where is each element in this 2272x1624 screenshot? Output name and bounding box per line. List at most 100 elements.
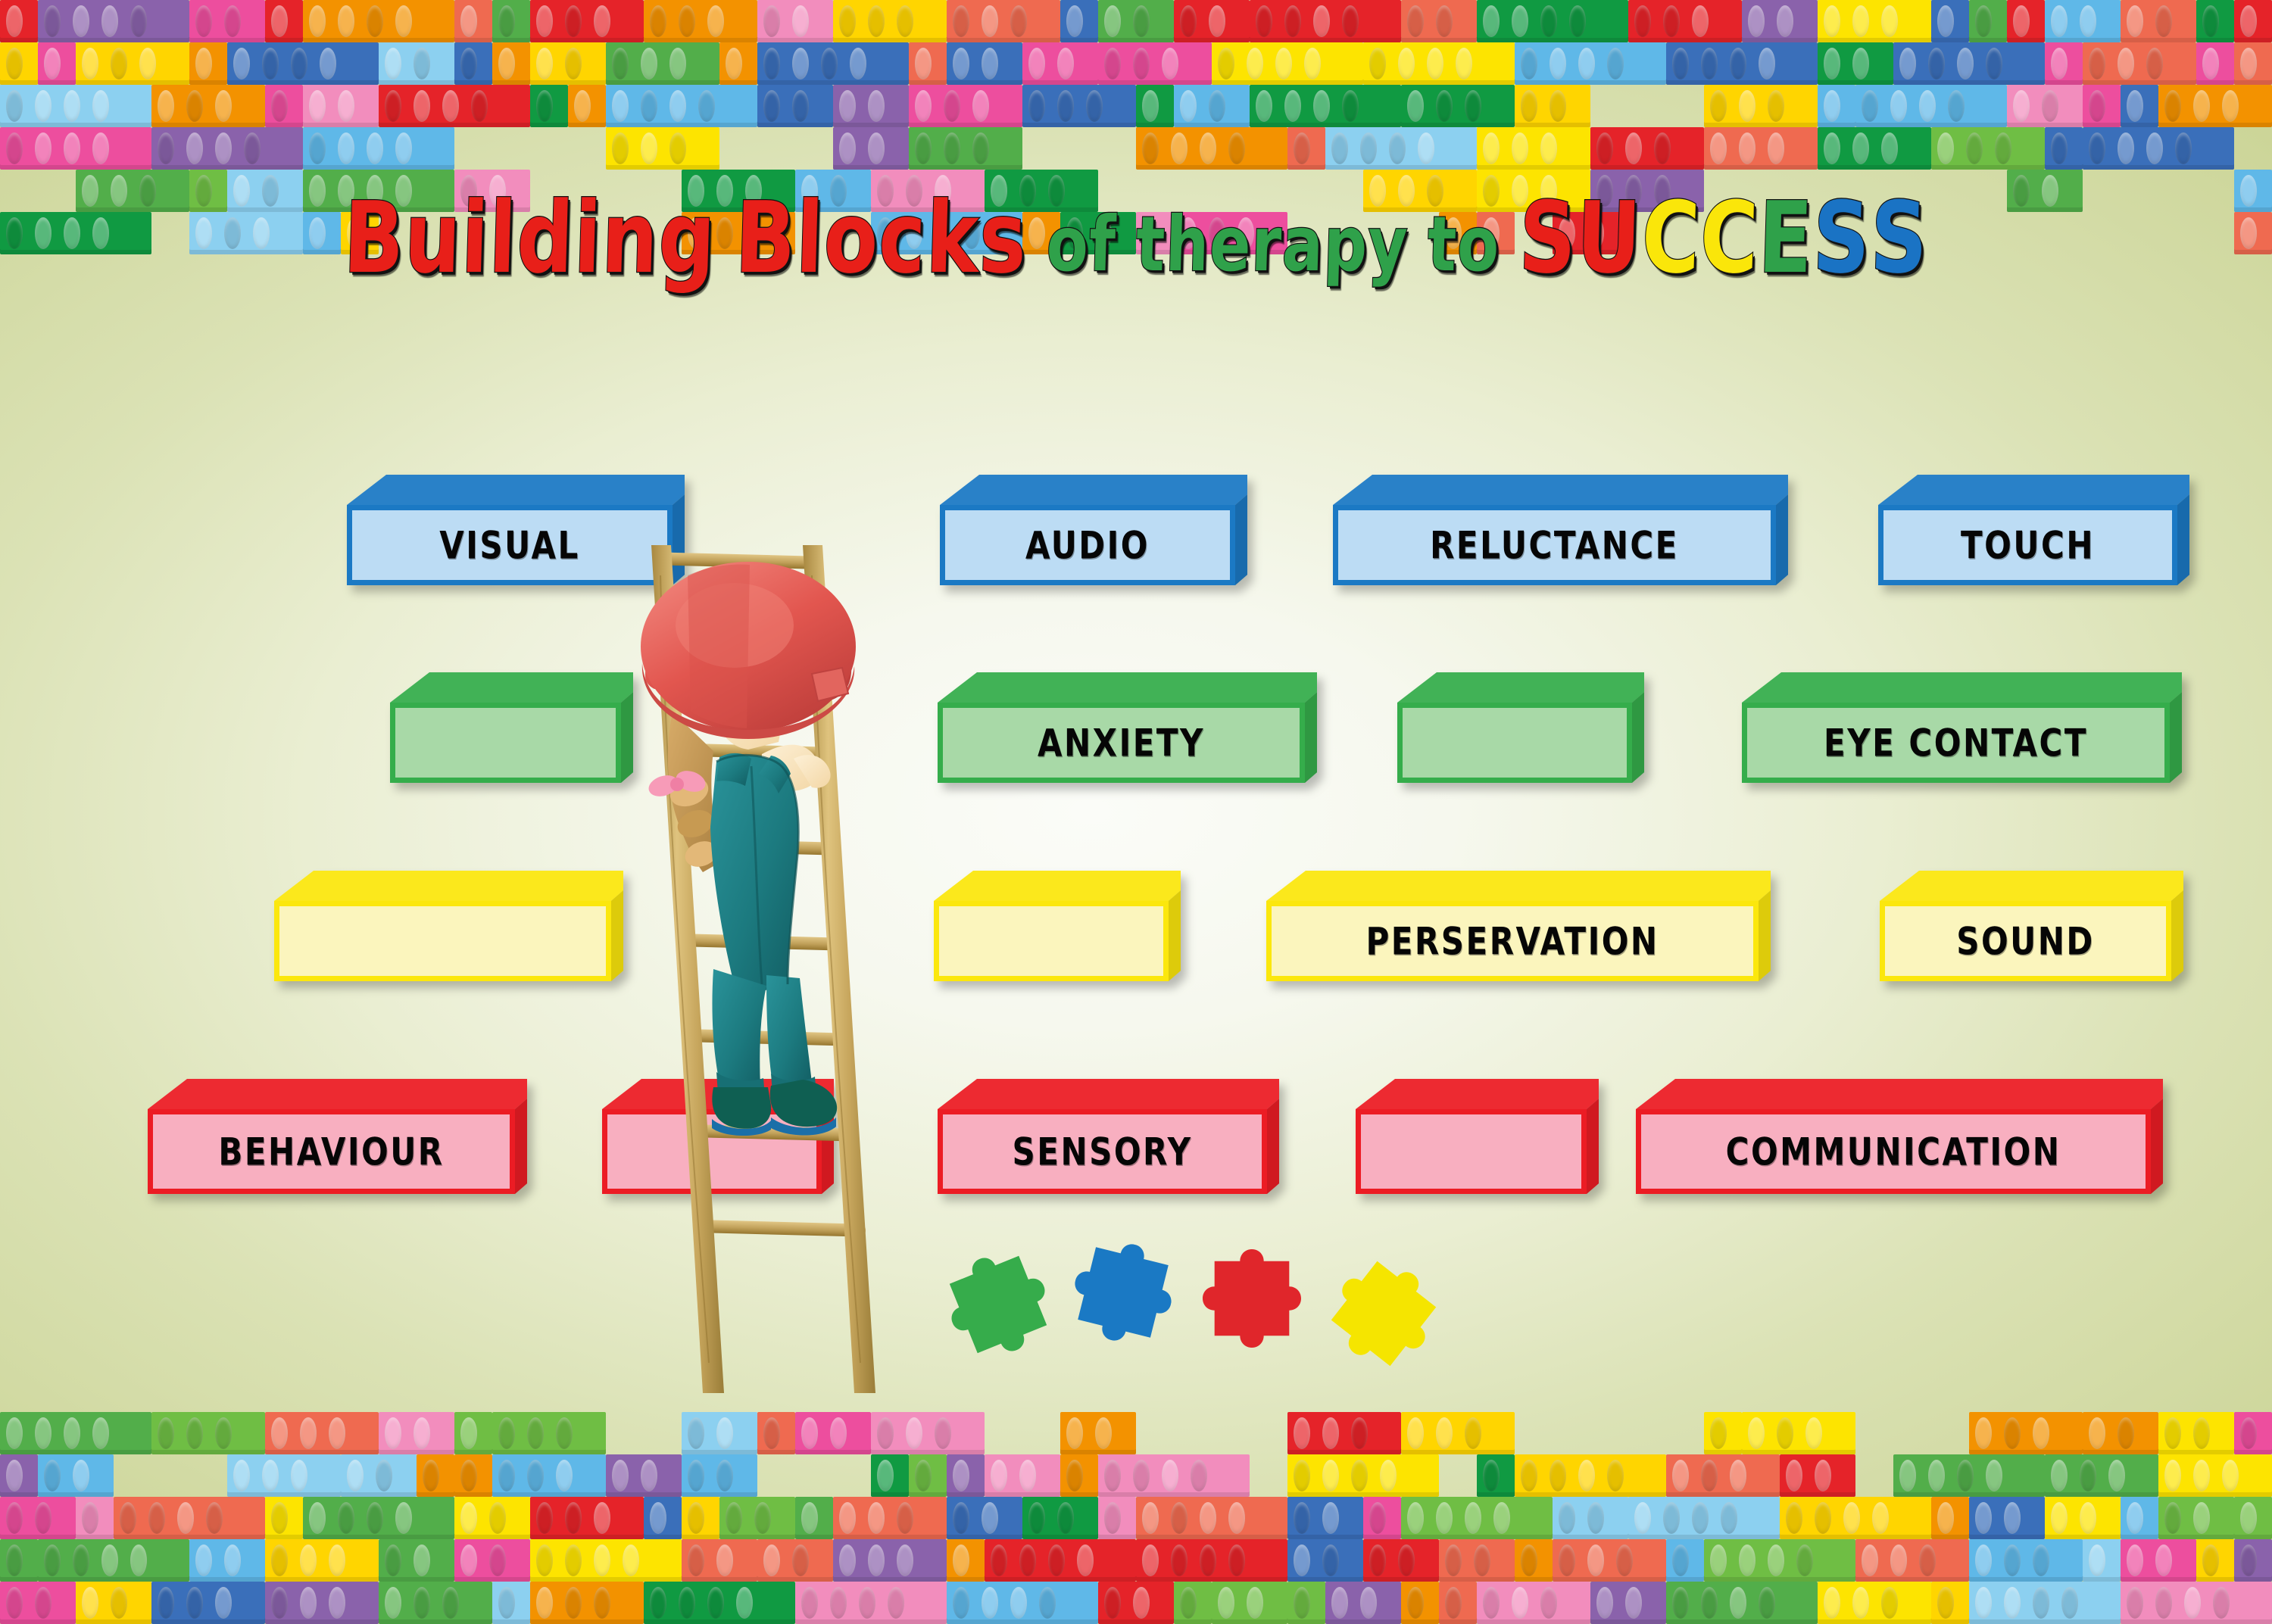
lego-stud <box>1975 1417 1992 1449</box>
lego-stud <box>1445 217 1462 249</box>
hair-bow-icon <box>648 771 706 796</box>
block-audio[interactable]: AUDIO <box>917 475 1247 585</box>
lego-stud <box>792 5 809 37</box>
block-perservation[interactable]: PERSERVATION <box>1244 871 1771 981</box>
lego-stud <box>972 132 989 164</box>
lego-stud <box>82 48 98 79</box>
lego-brick <box>985 1454 1060 1497</box>
block-empty-red-3[interactable] <box>1333 1079 1599 1194</box>
lego-stud <box>1483 1460 1500 1492</box>
block-reluctance[interactable]: RELUCTANCE <box>1310 475 1788 585</box>
lego-stud <box>1142 217 1159 249</box>
lego-stud <box>1483 132 1500 164</box>
lego-stud <box>2240 1502 2257 1534</box>
block-empty-green-0[interactable] <box>367 672 633 783</box>
lego-brick <box>1893 42 2045 85</box>
lego-stud <box>2127 90 2143 122</box>
lego-stud <box>1948 90 1965 122</box>
lego-stud <box>1672 1545 1689 1576</box>
lego-stud <box>688 1417 704 1449</box>
lego-stud <box>158 90 174 122</box>
lego-stud <box>2127 1545 2143 1576</box>
lego-stud <box>1881 1587 1898 1619</box>
block-front-face <box>943 1114 1262 1189</box>
lego-stud <box>215 132 232 164</box>
lego-stud <box>1294 1417 1310 1449</box>
lego-brick <box>2234 1412 2272 1454</box>
lego-stud <box>2051 5 2068 37</box>
block-sound[interactable]: SOUND <box>1857 871 2183 981</box>
block-empty-yellow-1[interactable] <box>911 871 1181 981</box>
lego-brick <box>151 85 265 127</box>
block-visual[interactable]: VISUAL <box>324 475 685 585</box>
lego-stud <box>1142 1502 1159 1534</box>
lego-stud <box>897 1545 913 1576</box>
lego-stud <box>414 90 430 122</box>
lego-brick <box>1666 1582 1818 1624</box>
lego-stud <box>2033 1417 2049 1449</box>
block-sensory[interactable]: SENSORY <box>915 1079 1279 1194</box>
lego-brick <box>1553 212 1628 254</box>
block-label: TOUCH <box>1961 523 2095 567</box>
lego-stud <box>2004 1587 2021 1619</box>
lego-brick <box>379 85 530 127</box>
block-front-face <box>1885 906 2166 976</box>
title-segment: of <box>1044 199 1118 288</box>
block-front-face <box>1747 708 2164 778</box>
lego-brick <box>379 1582 492 1624</box>
block-front-face <box>153 1114 510 1189</box>
lego-brick <box>757 42 909 85</box>
lego-brick <box>76 42 189 85</box>
lego-stud <box>1559 217 1575 249</box>
lego-gap <box>757 1454 871 1497</box>
block-anxiety[interactable]: ANXIETY <box>915 672 1317 783</box>
lego-brick <box>1818 85 1855 127</box>
lego-stud <box>233 175 250 207</box>
lego-brick <box>303 0 454 42</box>
block-label: COMMUNICATION <box>1725 1130 2061 1174</box>
lego-brick <box>1136 212 1174 254</box>
lego-stud <box>527 1460 544 1492</box>
lego-gap <box>1855 1454 1893 1497</box>
lego-stud <box>1721 1502 1737 1534</box>
lego-brick <box>530 1582 644 1624</box>
lego-stud <box>1407 1417 1424 1449</box>
lego-stud <box>1218 1587 1234 1619</box>
block-label: EYE CONTACT <box>1824 721 2088 765</box>
lego-stud <box>1805 1417 1822 1449</box>
block-communication[interactable]: COMMUNICATION <box>1613 1079 2163 1194</box>
block-behaviour[interactable]: BEHAVIOUR <box>125 1079 527 1194</box>
lego-stud <box>1407 90 1424 122</box>
block-eye-contact[interactable]: EYE CONTACT <box>1719 672 2182 783</box>
block-side-face <box>1305 692 1317 783</box>
block-side-face <box>2177 494 2189 585</box>
block-empty-green-2[interactable] <box>1375 672 1644 783</box>
title-segment: E <box>1756 179 1816 297</box>
lego-stud <box>1890 90 1907 122</box>
lego-stud <box>1171 132 1187 164</box>
lego-stud <box>669 48 686 79</box>
lego-stud <box>1380 1460 1397 1492</box>
lego-brick <box>2158 1454 2272 1497</box>
lego-stud <box>915 132 932 164</box>
block-front-face <box>395 708 616 778</box>
lego-stud <box>688 217 704 249</box>
lego-brick <box>2083 1412 2158 1454</box>
lego-brick <box>1401 1582 1439 1624</box>
lego-stud <box>1540 1587 1557 1619</box>
lego-brick <box>265 85 303 127</box>
lego-stud <box>1284 5 1301 37</box>
block-empty-yellow-0[interactable] <box>251 871 623 981</box>
lego-stud <box>688 1460 704 1492</box>
lego-stud <box>291 1460 307 1492</box>
lego-brick <box>1477 170 1590 212</box>
block-touch[interactable]: TOUCH <box>1855 475 2189 585</box>
lego-stud <box>1966 132 1983 164</box>
block-side-face <box>1587 1099 1599 1194</box>
lego-stud <box>1086 90 1103 122</box>
lego-brick <box>303 212 341 254</box>
lego-gap <box>1590 85 1704 127</box>
lego-brick <box>76 1497 114 1539</box>
lego-stud <box>1180 217 1197 249</box>
lego-stud <box>2155 1587 2172 1619</box>
